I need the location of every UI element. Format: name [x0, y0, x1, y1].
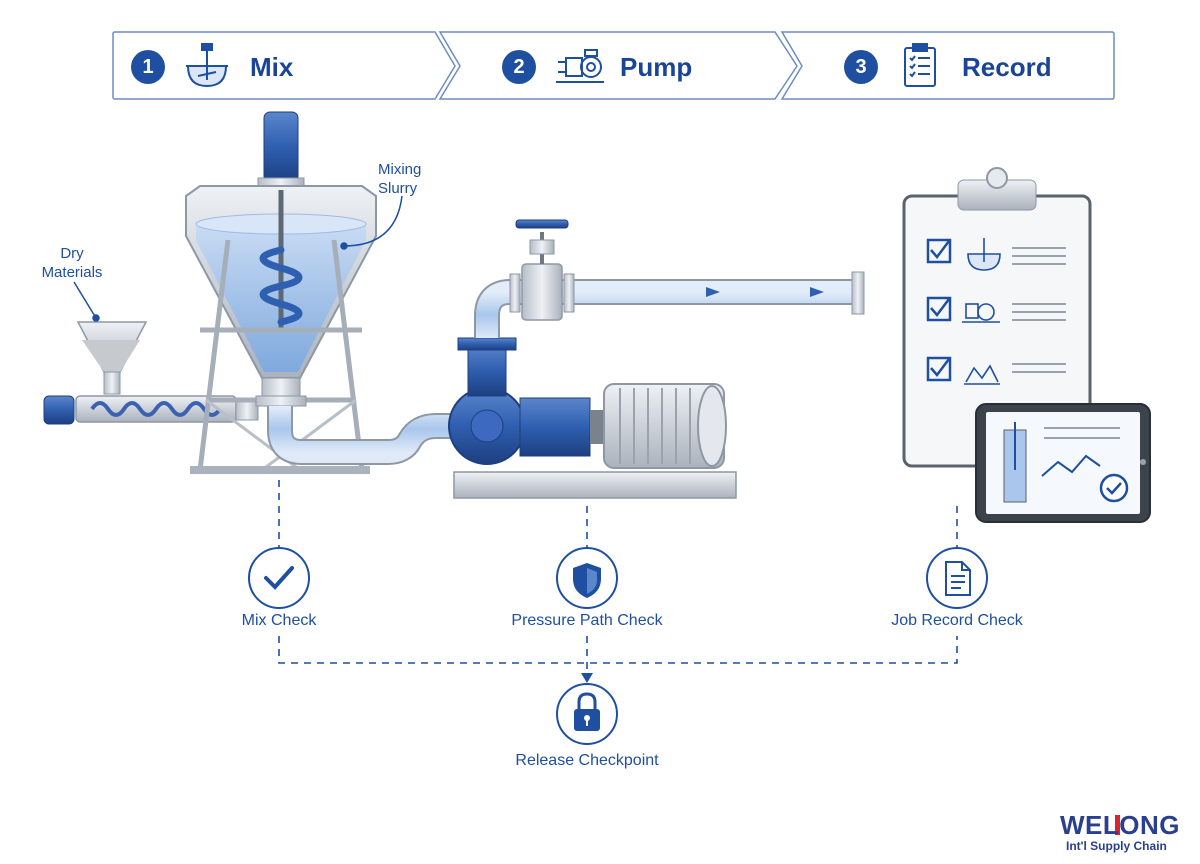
pump-assembly [448, 337, 737, 499]
dry-materials-leader [73, 281, 97, 319]
mix-check-badge [248, 547, 310, 609]
step-number-record: 3 [844, 50, 878, 84]
flow-arrows [706, 287, 824, 297]
suction-pipe [269, 406, 452, 463]
padlock-icon [574, 692, 600, 731]
pressure-path-check-label: Pressure Path Check [511, 612, 663, 629]
step-number-mix: 1 [131, 50, 165, 84]
screw-conveyor [43, 321, 259, 425]
clipboard-icon [904, 43, 936, 87]
checkmark-icon [264, 566, 294, 590]
mixer-tank-icon [186, 43, 228, 88]
step-chevron-pump [438, 31, 798, 100]
step-label-record: Record [962, 52, 1052, 82]
job-record-check-badge [926, 547, 988, 609]
mixing-tank [185, 111, 377, 474]
step-label-mix: Mix [250, 52, 294, 82]
agitator-motor [263, 111, 299, 183]
step-chevron-record [780, 31, 1115, 100]
conveyor-motor [43, 395, 75, 425]
tablet-display [975, 403, 1151, 523]
release-arrowhead [581, 673, 593, 683]
valve-handwheel [515, 219, 569, 229]
job-record-check-label: Job Record Check [891, 612, 1023, 629]
step-label-pump: Pump [620, 52, 693, 82]
release-checkpoint-label: Release Checkpoint [515, 752, 659, 769]
gate-valve [509, 219, 575, 321]
check-connectors [278, 480, 958, 676]
pump-base-skid [453, 471, 737, 499]
brand-tagline: Int'l Supply Chain [1066, 839, 1167, 853]
mixing-slurry-leader [343, 195, 403, 247]
dry-materials-label: Dry Materials [41, 245, 103, 281]
pressure-path-check-badge [556, 547, 618, 609]
brand-logo: WELONG [1060, 810, 1180, 840]
brand-accent [1115, 815, 1120, 835]
release-checkpoint-badge [556, 683, 618, 745]
document-icon [945, 561, 971, 596]
step-number-pump: 2 [502, 50, 536, 84]
mixing-slurry-label: Mixing Slurry [378, 161, 422, 197]
agitator-blade [259, 246, 303, 326]
mix-check-label: Mix Check [241, 612, 317, 629]
pump-icon [556, 49, 604, 83]
